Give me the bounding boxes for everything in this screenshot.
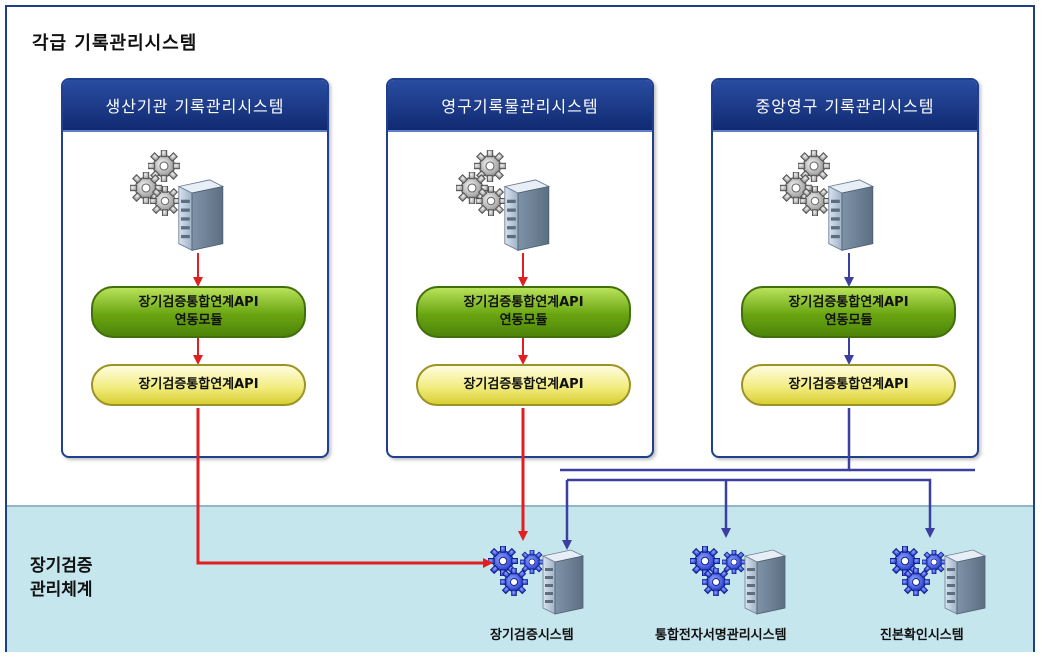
pill-line-2: 연동모듈 [174, 313, 223, 328]
pill-line-1: 장기검증통합연계API [788, 295, 909, 310]
panel-title: 생산기관 기록관리시스템 [63, 80, 327, 132]
system-label-e-signature: 통합전자서명관리시스템 [655, 628, 787, 643]
api-pill: 장기검증통합연계API [91, 364, 306, 406]
bottom-title: 장기검증 관리체계 [30, 554, 93, 602]
api-pill: 장기검증통합연계API [416, 364, 631, 406]
api-pill: 장기검증통합연계API [741, 364, 956, 406]
pill-line-1: 장기검증통합연계API [463, 295, 584, 310]
pill-line-2: 연동모듈 [499, 313, 548, 328]
api-integration-module-pill: 장기검증통합연계API 연동모듈 [416, 286, 631, 338]
top-title: 각급 기록관리시스템 [32, 33, 198, 54]
system-label-long-term-verification: 장기검증시스템 [490, 628, 574, 643]
bottom-title-line-1: 장기검증 [30, 556, 93, 576]
pill-line-2: 연동모듈 [824, 313, 873, 328]
pill-line-1: 장기검증통합연계API [138, 295, 259, 310]
panel-title: 영구기록물관리시스템 [388, 80, 652, 132]
system-label-authenticity: 진본확인시스템 [880, 628, 964, 643]
api-integration-module-pill: 장기검증통합연계API 연동모듈 [91, 286, 306, 338]
bottom-title-line-2: 관리체계 [30, 580, 93, 600]
panel-title: 중앙영구 기록관리시스템 [713, 80, 977, 132]
api-integration-module-pill: 장기검증통합연계API 연동모듈 [741, 286, 956, 338]
